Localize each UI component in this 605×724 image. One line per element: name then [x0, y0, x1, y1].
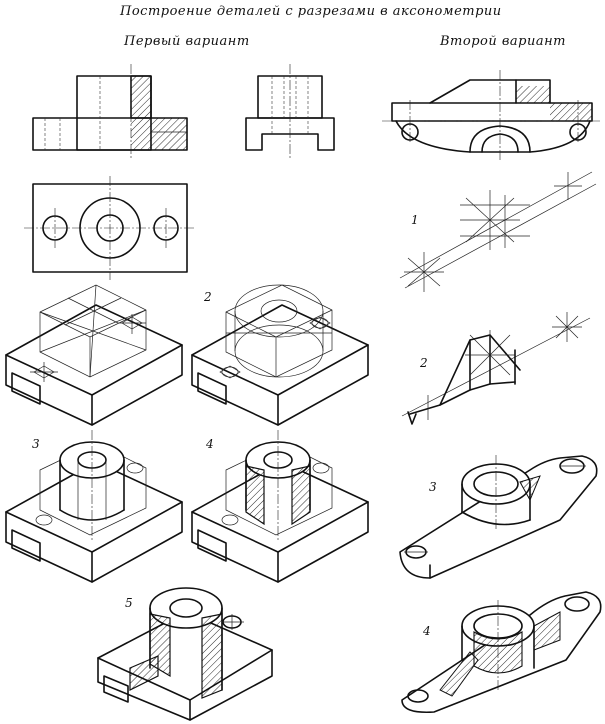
sheet-title: Построение деталей с разрезами в аксоном…	[120, 4, 502, 19]
v1-front-view	[32, 64, 188, 160]
v1-iso-step-3	[5, 430, 183, 583]
v1-step-4-label: 4	[206, 437, 214, 451]
v1-iso-step-2	[191, 284, 369, 426]
v2-iso-step-2	[401, 312, 591, 425]
v2-step-1-label: 1	[411, 213, 419, 227]
v1-step-2-label: 2	[204, 290, 212, 304]
v1-top-view	[24, 176, 196, 280]
v2-front-view	[382, 70, 602, 162]
v1-step-5-label: 5	[125, 596, 133, 610]
v2-step-2-label: 2	[420, 356, 428, 370]
v1-iso-step-5	[97, 587, 273, 721]
v2-step-4-label: 4	[423, 624, 431, 638]
v1-iso-step-4	[191, 430, 369, 583]
v1-side-view	[245, 64, 335, 160]
variant-1-heading: Первый вариант	[124, 34, 250, 49]
v2-iso-step-3	[399, 455, 598, 579]
variant-2-heading: Второй вариант	[440, 34, 567, 49]
v1-step-3-label: 3	[32, 437, 40, 451]
v2-iso-step-4	[401, 591, 602, 714]
v2-iso-step-1	[399, 171, 597, 292]
v1-iso-step-1	[5, 284, 183, 426]
v2-step-3-label: 3	[429, 480, 437, 494]
